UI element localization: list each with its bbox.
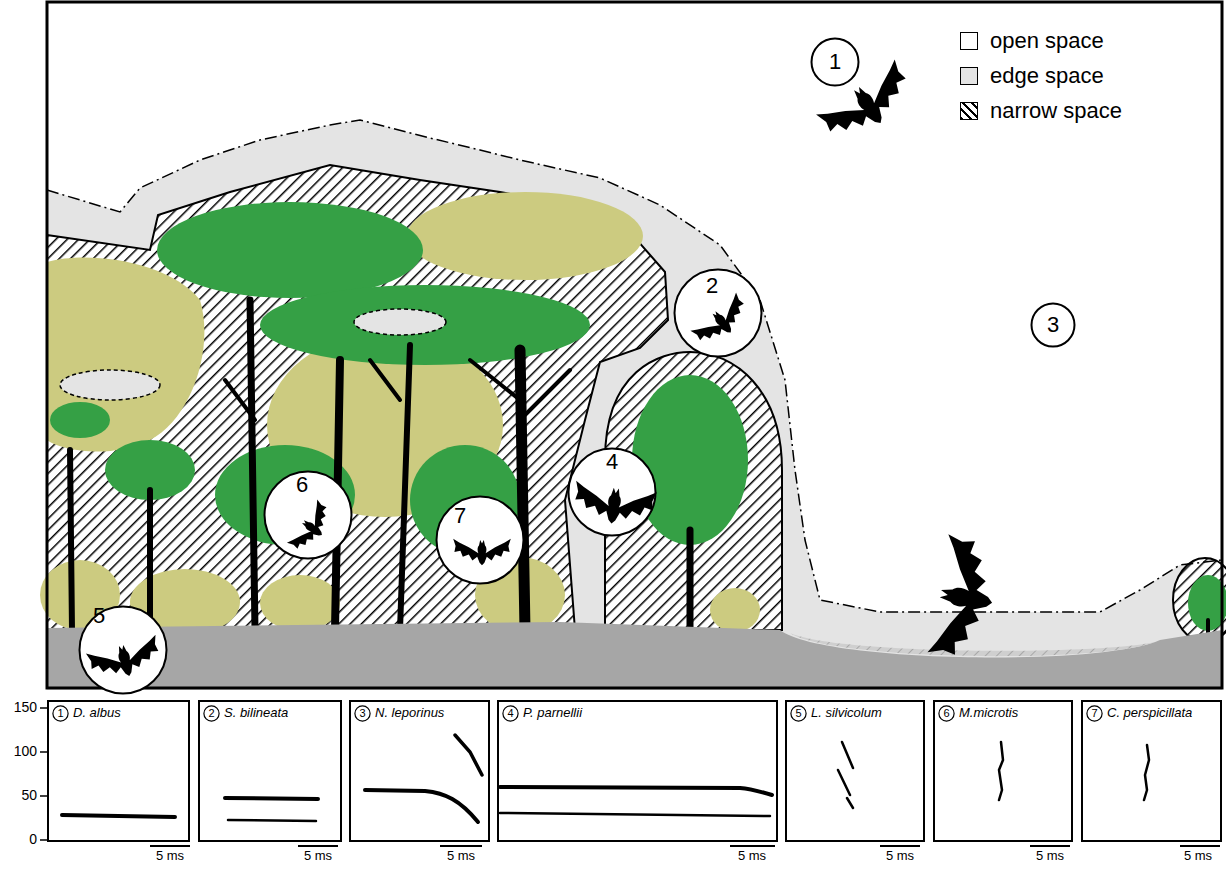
species-name: S. bilineata bbox=[224, 705, 288, 720]
scale-bar-label: 5 ms bbox=[722, 848, 782, 863]
spectrogram-panel: P. parnellii 4 bbox=[497, 700, 778, 842]
panel-number-circle: 3 bbox=[354, 705, 371, 722]
panel-number-circle: 4 bbox=[502, 705, 519, 722]
panel-number-circle: 5 bbox=[790, 705, 807, 722]
legend-swatch bbox=[960, 32, 978, 50]
panel-number-circle: 7 bbox=[1086, 705, 1103, 722]
callout-number: 1 bbox=[829, 49, 841, 75]
axis-ticks bbox=[40, 708, 47, 840]
circle-shape bbox=[939, 706, 954, 721]
callout-number: 4 bbox=[606, 449, 618, 475]
callout-number: 4 bbox=[502, 705, 519, 722]
panel-number-circle: 6 bbox=[938, 705, 955, 722]
scale-bar-label: 5 ms bbox=[1170, 848, 1226, 863]
axis-tick-label: 0 bbox=[0, 831, 37, 847]
panel-number-circle: 1 bbox=[52, 705, 69, 722]
callout-number: 5 bbox=[93, 603, 105, 629]
callout-circle: 4 bbox=[567, 447, 657, 537]
callout-circle: 7 bbox=[435, 495, 525, 585]
callout-number: 5 bbox=[790, 705, 807, 722]
spectrogram-panel: S. bilineata 2 bbox=[198, 700, 342, 842]
scale-bars bbox=[150, 845, 1220, 847]
callout-number: 6 bbox=[296, 472, 308, 498]
callout-circle: 2 bbox=[673, 268, 763, 358]
callout-number: 6 bbox=[938, 705, 955, 722]
species-name: P. parnellii bbox=[523, 705, 582, 720]
frame bbox=[47, 2, 1222, 688]
bat bbox=[287, 499, 337, 556]
narrow-space bbox=[1173, 558, 1226, 642]
bat bbox=[927, 534, 1002, 662]
circle-outline bbox=[78, 605, 168, 695]
species-name: C. perspicillata bbox=[1107, 705, 1192, 720]
circle-shape bbox=[1087, 706, 1102, 721]
species-name: L. silvicolum bbox=[811, 705, 882, 720]
species-name: M.microtis bbox=[959, 705, 1018, 720]
circle-shape bbox=[80, 607, 167, 694]
open-space bbox=[47, 2, 1222, 688]
circle-shape bbox=[265, 472, 352, 559]
spectrogram-panel: C. perspicillata 7 bbox=[1081, 700, 1222, 842]
axis-tick-label: 150 bbox=[0, 699, 37, 715]
spectrogram-panel: M.microtis 6 bbox=[933, 700, 1073, 842]
axis-tick-label: 50 bbox=[0, 787, 37, 803]
callout-number: 3 bbox=[1047, 312, 1059, 338]
callout-number: 1 bbox=[52, 705, 69, 722]
callout-circle: 3 bbox=[1030, 302, 1076, 348]
circle-shape bbox=[569, 449, 656, 536]
species-name: N. leporinus bbox=[375, 705, 444, 720]
legend-text: edge space bbox=[990, 63, 1104, 89]
edge-boundary bbox=[47, 120, 1222, 612]
echolocation-calls bbox=[62, 735, 1149, 822]
circle-shape bbox=[53, 706, 68, 721]
scale-bar-label: 5 ms bbox=[140, 848, 200, 863]
callout-circle: 6 bbox=[263, 470, 353, 560]
tree-trunks bbox=[70, 300, 1208, 640]
edge-space bbox=[47, 120, 1222, 690]
axis-tick-label: 100 bbox=[0, 743, 37, 759]
circle-shape bbox=[204, 706, 219, 721]
legend-text: narrow space bbox=[990, 98, 1122, 124]
callout-number: 2 bbox=[203, 705, 220, 722]
scale-bar-label: 5 ms bbox=[870, 848, 930, 863]
circle-shape bbox=[791, 706, 806, 721]
narrow-space bbox=[47, 165, 668, 630]
callout-number: 7 bbox=[1086, 705, 1103, 722]
bat bbox=[571, 481, 657, 529]
spectrogram-panel: L. silvicolum 5 bbox=[785, 700, 925, 842]
circle-outline bbox=[435, 495, 525, 585]
callout-circle: 1 bbox=[810, 37, 860, 87]
bat bbox=[453, 539, 511, 565]
legend-text: open space bbox=[990, 28, 1104, 54]
callout-circle: 5 bbox=[78, 605, 168, 695]
circle-shape bbox=[437, 497, 524, 584]
bat bbox=[86, 635, 164, 686]
callout-number: 3 bbox=[354, 705, 371, 722]
bat bbox=[816, 59, 920, 150]
scale-bar-label: 5 ms bbox=[431, 848, 491, 863]
legend-swatch bbox=[960, 102, 978, 120]
spectrogram-panel: D. albus 1 bbox=[47, 700, 190, 842]
spectrogram-panel: N. leporinus 3 bbox=[349, 700, 490, 842]
panel-number-circle: 2 bbox=[203, 705, 220, 722]
bat bbox=[690, 292, 753, 351]
species-name: D. albus bbox=[73, 705, 121, 720]
circle-shape bbox=[355, 706, 370, 721]
ground bbox=[47, 622, 1222, 688]
legend-swatch bbox=[960, 67, 978, 85]
scale-bar-label: 5 ms bbox=[288, 848, 348, 863]
callout-number: 2 bbox=[706, 273, 718, 299]
water-surface bbox=[790, 633, 1155, 656]
tree-canopies bbox=[40, 192, 1226, 635]
callout-number: 7 bbox=[454, 503, 466, 529]
scale-bar-label: 5 ms bbox=[1020, 848, 1080, 863]
circle-shape bbox=[812, 39, 859, 86]
circle-shape bbox=[503, 706, 518, 721]
circle-shape bbox=[1032, 304, 1075, 347]
circle-shape bbox=[675, 270, 762, 357]
